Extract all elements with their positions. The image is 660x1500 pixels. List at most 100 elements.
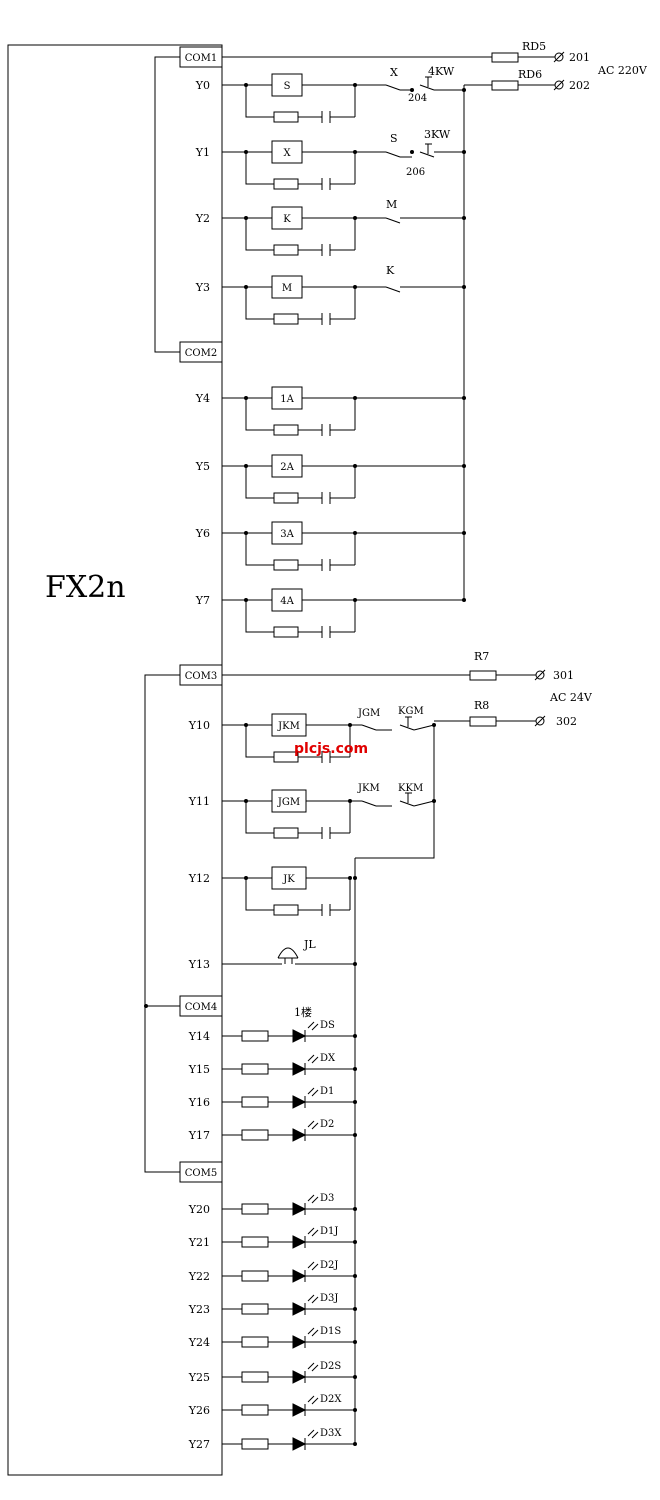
junction-dot [353, 1100, 357, 1104]
output-label-y10: Y10 [188, 719, 210, 732]
junction-dot [144, 1004, 148, 1008]
junction-dot [353, 1133, 357, 1137]
contact-label: 4KW [428, 65, 455, 78]
contact-label: KGM [398, 706, 424, 717]
fuse-label: RD5 [522, 40, 546, 53]
terminal-label: 301 [553, 669, 574, 682]
led-emission-arrow [311, 1329, 319, 1337]
led-label: D1S [320, 1326, 341, 1337]
resistor [241, 1030, 269, 1042]
led-emission-arrow [307, 1120, 315, 1128]
led-emission-arrow [307, 1261, 315, 1269]
snubber-wire [245, 287, 274, 320]
fuse-rd5 [491, 52, 519, 63]
contact-s-nc [385, 151, 401, 158]
output-label-y5: Y5 [195, 460, 210, 473]
watermark: plcjs.com [294, 741, 368, 757]
led-d1s [292, 1335, 307, 1349]
junction-dot [353, 1240, 357, 1244]
output-label-y6: Y6 [195, 527, 210, 540]
snubber-wire [245, 801, 274, 834]
led-d3 [292, 1202, 307, 1216]
terminal-201 [553, 51, 565, 63]
fuse-label: R7 [474, 650, 489, 663]
terminal-202 [554, 80, 564, 90]
fuse-label: R8 [474, 699, 489, 712]
led-label: D3J [320, 1293, 338, 1304]
resistor [273, 904, 299, 916]
coil-label-x: X [283, 148, 291, 159]
led-emission-arrow [311, 1023, 319, 1031]
coil-label-2a: 2A [280, 462, 294, 473]
resistor [241, 1236, 269, 1248]
output-label-y26: Y26 [188, 1404, 210, 1417]
com-label: COM4 [185, 1002, 217, 1013]
junction-dot [353, 1274, 357, 1278]
snubber-wire [245, 152, 274, 185]
output-label-y2: Y2 [195, 212, 210, 225]
led-d2s [292, 1370, 307, 1384]
com-label: COM5 [185, 1168, 217, 1179]
contact-jgm-nc [361, 724, 377, 731]
led-emission-arrow [307, 1294, 315, 1302]
junction-dot [462, 531, 466, 535]
contact-m-nc [385, 217, 401, 224]
contact-k-nc [385, 286, 401, 293]
led-emission-arrow [311, 1089, 319, 1097]
terminal-202 [553, 79, 565, 91]
resistor [241, 1270, 269, 1282]
junction-dot [462, 464, 466, 468]
junction-dot [462, 88, 466, 92]
contact-label: X [390, 66, 398, 79]
output-label-y11: Y11 [188, 795, 210, 808]
led-d3x [292, 1437, 307, 1451]
resistor [241, 1404, 269, 1416]
contact-label: S [390, 132, 398, 145]
output-label-y25: Y25 [188, 1371, 210, 1384]
terminal-301 [535, 670, 545, 680]
wire [413, 724, 435, 731]
led-label: D1J [320, 1226, 338, 1237]
junction-dot [462, 598, 466, 602]
coil-label-1a: 1A [280, 394, 294, 405]
junction-dot [353, 1408, 357, 1412]
led-emission-arrow [307, 1362, 315, 1370]
junction-dot [353, 962, 357, 966]
supply-label: AC 220V [597, 64, 648, 77]
led-d3j [292, 1302, 307, 1316]
snubber-wire [245, 466, 274, 499]
push-button-4kw [419, 84, 435, 91]
plc-model-label: FX2n [45, 570, 126, 605]
snubber-wire [245, 725, 274, 758]
output-label-y16: Y16 [188, 1096, 210, 1109]
led-emission-arrow [307, 1021, 315, 1029]
coil-label-s: S [284, 81, 291, 92]
output-label-y24: Y24 [188, 1336, 210, 1349]
coil-label-k: K [283, 214, 291, 225]
com-label: COM3 [185, 671, 217, 682]
led-emission-arrow [311, 1196, 319, 1204]
resistor [241, 1438, 269, 1450]
terminal-label: 201 [569, 51, 590, 64]
com-terminal-com5 [179, 1161, 223, 1183]
buzzer-jl: JL [277, 938, 316, 964]
resistor [273, 178, 299, 190]
resistor [273, 313, 299, 325]
output-label-y23: Y23 [188, 1303, 210, 1316]
snubber-wire [245, 218, 274, 251]
junction-dot [410, 88, 414, 92]
led-label: D2X [320, 1394, 342, 1405]
led-emission-arrow [307, 1194, 315, 1202]
led-label: D3 [320, 1193, 334, 1204]
terminal-label: 302 [556, 715, 577, 728]
coil-label-3a: 3A [280, 529, 294, 540]
output-label-y27: Y27 [188, 1438, 210, 1451]
contact-label: K [386, 264, 395, 277]
led-emission-arrow [307, 1327, 315, 1335]
led-dx [292, 1062, 307, 1076]
resistor [273, 111, 299, 123]
resistor [273, 244, 299, 256]
led-label: D3X [320, 1428, 342, 1439]
push-button-3kw [419, 151, 435, 158]
led-emission-arrow [311, 1122, 319, 1130]
